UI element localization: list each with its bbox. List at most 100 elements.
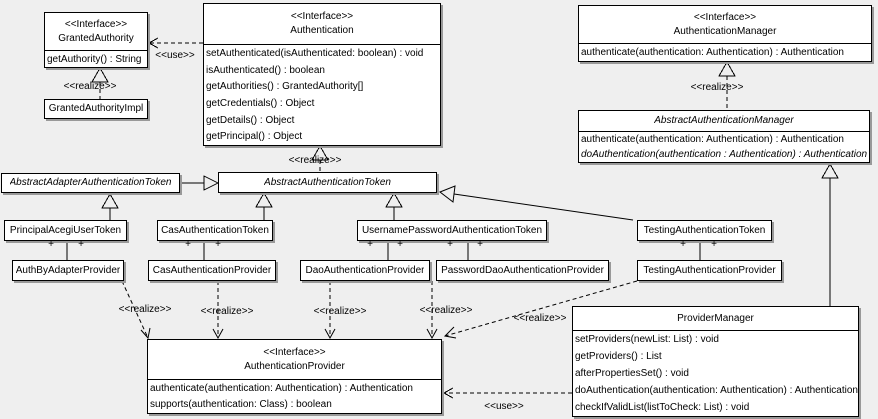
class-name: CasAuthenticationProvider [152, 264, 272, 276]
use-label: <<use>> [155, 50, 195, 61]
class-name: TestingAuthenticationToken [643, 224, 766, 236]
class-name: Authentication [290, 25, 354, 36]
multiplicity-plus: + [447, 239, 453, 250]
class-title: ProviderManager [573, 307, 858, 331]
realize-label: <<realize>> [288, 155, 342, 166]
class-cas-authentication-token[interactable]: CasAuthenticationToken [157, 220, 273, 241]
class-name: PrincipalAcegiUserToken [9, 224, 122, 236]
method: getPrincipal() : Object [206, 131, 303, 143]
realize-label: <<realize>> [118, 304, 172, 315]
realize-label: <<realize>> [313, 306, 367, 317]
class-name: AuthenticationProvider [244, 360, 345, 372]
generalization-triangle [101, 192, 119, 209]
realize-triangle [91, 66, 109, 83]
realize-label: <<realize>> [63, 81, 117, 92]
class-abstract-adapter-authentication-token[interactable]: AbstractAdapterAuthenticationToken [1, 173, 180, 193]
class-name: GrantedAuthority [58, 32, 134, 44]
generalization-triangle [255, 191, 273, 208]
method: authenticate(authentication: Authenticat… [581, 47, 844, 58]
method: getAuthorities() : GrantedAuthority[] [206, 81, 364, 93]
class-authentication[interactable]: <<Interface>> Authentication setAuthenti… [203, 3, 441, 146]
class-title: <<Interface>> Authentication [204, 4, 440, 45]
generalization-triangle [203, 175, 220, 191]
class-cas-authentication-provider[interactable]: CasAuthenticationProvider [148, 260, 276, 281]
class-name: DaoAuthenticationProvider [305, 264, 425, 276]
method-compartment: authenticate(authentication: Authenticat… [148, 380, 441, 413]
method-compartment: setAuthenticated(isAuthenticated: boolea… [204, 45, 440, 145]
multiplicity-plus: + [78, 239, 84, 250]
method: getAuthority() : String [47, 53, 142, 65]
class-name: CasAuthenticationToken [161, 224, 269, 236]
class-name: GrantedAuthorityImpl [48, 103, 144, 114]
method: checkIfValidList(listToCheck: List) : vo… [575, 402, 750, 413]
class-abstract-authentication-token[interactable]: AbstractAuthenticationToken [218, 172, 437, 193]
use-arrowhead [442, 387, 454, 399]
use-label: <<use>> [484, 401, 524, 412]
realize-edge-testingprovider[interactable] [444, 280, 638, 337]
class-granted-authority[interactable]: <<Interface>> GrantedAuthority getAuthor… [44, 12, 148, 68]
class-principal-acegi-user-token[interactable]: PrincipalAcegiUserToken [4, 220, 127, 241]
stereotype: <<Interface>> [64, 18, 128, 30]
method: afterPropertiesSet() : void [575, 368, 689, 379]
multiplicity-plus: + [477, 239, 483, 250]
realize-open-arrowhead [140, 327, 151, 340]
method-compartment: getAuthority() : String [45, 51, 147, 67]
generalization-triangle [821, 162, 839, 179]
use-arrowhead [147, 37, 159, 49]
class-name: UsernamePasswordAuthenticationToken [361, 224, 543, 236]
class-name: AbstractAuthenticationManager [654, 115, 794, 126]
generalization-testingtoken-to-abstracttoken[interactable] [453, 193, 634, 221]
realize-edge-authbyadapterprovider[interactable] [121, 280, 149, 339]
method: setProviders(newList: List) : void [575, 334, 719, 345]
generalization-triangle [385, 191, 403, 208]
class-auth-by-adapter-provider[interactable]: AuthByAdapterProvider [12, 260, 124, 281]
realize-triangle [718, 60, 736, 77]
method: supports(authentication: Class) : boolea… [150, 399, 332, 411]
class-testing-authentication-token[interactable]: TestingAuthenticationToken [637, 220, 772, 241]
realize-label: <<realize>> [419, 305, 473, 316]
realize-label: <<realize>> [200, 306, 254, 317]
method: authenticate(authentication: Authenticat… [581, 134, 844, 145]
method: getDetails() : Object [206, 114, 295, 126]
class-name: AuthByAdapterProvider [15, 264, 121, 276]
class-name: AbstractAdapterAuthenticationToken [9, 177, 172, 188]
method: isAuthenticated() : boolean [206, 64, 325, 76]
class-dao-authentication-provider[interactable]: DaoAuthenticationProvider [300, 260, 430, 281]
class-name: ProviderManager [677, 312, 754, 324]
class-testing-authentication-provider[interactable]: TestingAuthenticationProvider [637, 260, 782, 281]
realize-label: <<realize>> [513, 313, 567, 324]
class-name: TestingAuthenticationProvider [643, 264, 776, 276]
method-compartment: authenticate(authentication: Authenticat… [579, 132, 869, 162]
class-authentication-manager[interactable]: <<Interface>> AuthenticationManager auth… [578, 5, 872, 62]
method: authenticate(authentication: Authenticat… [150, 382, 413, 394]
realize-open-arrowhead [443, 326, 457, 339]
class-title: AbstractAuthenticationManager [579, 111, 869, 132]
realize-open-arrowhead [324, 328, 336, 340]
realize-triangle [311, 144, 329, 161]
multiplicity-plus: + [48, 239, 54, 250]
class-abstract-authentication-manager[interactable]: AbstractAuthenticationManager authentica… [578, 110, 870, 163]
abstract-method: doAuthentication(authentication : Authen… [581, 149, 868, 160]
class-name: AuthenticationManager [673, 25, 777, 37]
multiplicity-plus: + [680, 239, 686, 250]
multiplicity-plus: + [397, 239, 403, 250]
method-compartment: authenticate(authentication: Authenticat… [579, 44, 871, 61]
stereotype: <<Interface>> [290, 11, 354, 22]
class-name: AbstractAuthenticationToken [264, 176, 391, 188]
class-password-dao-authentication-provider[interactable]: PasswordDaoAuthenticationProvider [436, 260, 609, 281]
class-granted-authority-impl[interactable]: GrantedAuthorityImpl [44, 99, 148, 119]
class-username-password-authentication-token[interactable]: UsernamePasswordAuthenticationToken [357, 220, 547, 241]
class-title: <<Interface>> AuthenticationManager [579, 6, 871, 44]
method: getCredentials() : Object [206, 97, 315, 109]
multiplicity-plus: + [711, 239, 717, 250]
class-name: PasswordDaoAuthenticationProvider [441, 264, 604, 276]
class-provider-manager[interactable]: ProviderManager setProviders(newList: Li… [572, 306, 859, 417]
class-authentication-provider[interactable]: <<Interface>> AuthenticationProvider aut… [147, 339, 442, 414]
class-title: <<Interface>> GrantedAuthority [45, 13, 147, 51]
method: setAuthenticated(isAuthenticated: boolea… [206, 47, 424, 59]
method-compartment: setProviders(newList: List) : void getPr… [573, 331, 858, 416]
multiplicity-plus: + [367, 239, 373, 250]
realize-open-arrowhead [426, 328, 438, 340]
